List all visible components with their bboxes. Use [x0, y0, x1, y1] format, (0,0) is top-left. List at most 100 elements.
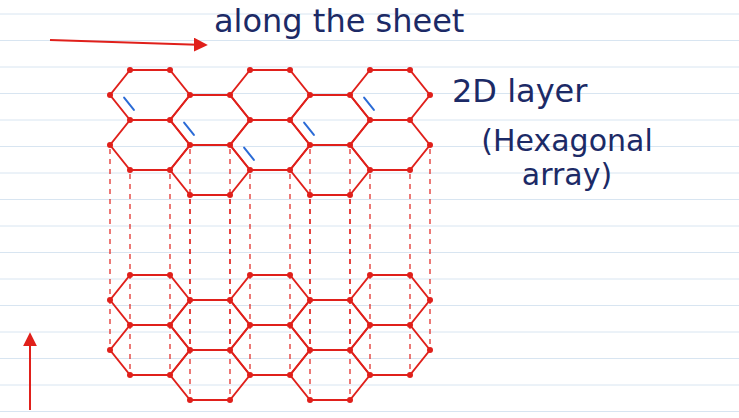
carbon-atom — [227, 347, 233, 353]
carbon-atom — [307, 297, 313, 303]
hexagon-ring — [170, 300, 250, 350]
interlayer-dash — [429, 149, 430, 346]
carbon-atom — [367, 372, 373, 378]
carbon-atom — [367, 67, 373, 73]
layer-label: 2D layer — [452, 74, 682, 110]
direction-note: along the sheet — [214, 4, 574, 40]
ruled-lines — [0, 14, 739, 412]
layer-note: (Hexagonal array) — [452, 124, 682, 191]
carbon-atom — [347, 297, 353, 303]
ruled-line — [0, 411, 739, 412]
hexagon-ring — [110, 70, 190, 120]
carbon-atom — [227, 192, 233, 198]
hexagon-ring — [230, 120, 310, 170]
hexagon-ring — [170, 95, 250, 145]
double-bond — [244, 148, 254, 160]
upper-layer — [107, 67, 433, 198]
carbon-atom — [407, 167, 413, 173]
double-bonds — [124, 98, 374, 160]
carbon-atom — [407, 372, 413, 378]
hexagon-ring — [290, 145, 370, 195]
hexagon-ring — [230, 70, 310, 120]
carbon-atom — [307, 397, 313, 403]
carbon-atom — [167, 372, 173, 378]
carbon-atom — [127, 372, 133, 378]
carbon-atom — [167, 67, 173, 73]
carbon-atom — [107, 297, 113, 303]
double-bond — [124, 98, 134, 110]
hexagon-ring — [290, 300, 370, 350]
carbon-atom — [287, 372, 293, 378]
hexagon-ring — [110, 120, 190, 170]
carbon-atom — [167, 167, 173, 173]
double-bond — [304, 123, 314, 135]
carbon-atom — [167, 322, 173, 328]
hexagon-ring — [230, 275, 310, 325]
carbon-atom — [287, 272, 293, 278]
carbon-atom — [227, 397, 233, 403]
carbon-atom — [247, 167, 253, 173]
hexagon-ring — [290, 95, 370, 145]
carbon-atom — [367, 272, 373, 278]
ruled-line — [0, 252, 739, 253]
interlayer-dashes — [110, 149, 430, 396]
hexagon-ring — [110, 275, 190, 325]
carbon-atom — [167, 117, 173, 123]
interlayer-dash — [189, 149, 190, 346]
ruled-line — [0, 40, 739, 41]
carbon-atom — [187, 297, 193, 303]
interlayer-dash — [229, 149, 230, 346]
carbon-atom — [287, 322, 293, 328]
carbon-atom — [127, 67, 133, 73]
carbon-atom — [367, 167, 373, 173]
carbon-atom — [287, 167, 293, 173]
lower-layer — [107, 272, 433, 403]
carbon-atom — [127, 272, 133, 278]
double-bond — [184, 123, 194, 135]
ruled-line — [0, 385, 739, 386]
carbon-atom — [127, 167, 133, 173]
carbon-atom — [287, 67, 293, 73]
interlayer-dash — [349, 149, 350, 346]
hexagon-ring — [350, 70, 430, 120]
carbon-atom — [347, 347, 353, 353]
double-bond — [364, 98, 374, 110]
carbon-atom — [307, 192, 313, 198]
carbon-atom — [107, 347, 113, 353]
hexagon-ring — [290, 350, 370, 400]
carbon-atom — [347, 192, 353, 198]
carbon-atom — [347, 142, 353, 148]
carbon-atom — [427, 142, 433, 148]
carbon-atom — [187, 142, 193, 148]
carbon-atom — [427, 347, 433, 353]
carbon-atom — [407, 67, 413, 73]
hexagon-ring — [230, 325, 310, 375]
interlayer-dash — [309, 149, 310, 346]
carbon-atom — [167, 272, 173, 278]
ruled-line — [0, 199, 739, 200]
direction-arrow — [29, 335, 31, 410]
direction-arrow — [50, 40, 205, 45]
carbon-atom — [187, 347, 193, 353]
carbon-atom — [107, 92, 113, 98]
ruled-line — [0, 332, 739, 333]
carbon-atom — [427, 92, 433, 98]
carbon-atom — [407, 117, 413, 123]
hexagon-layers — [107, 67, 433, 403]
carbon-atom — [407, 322, 413, 328]
carbon-atom — [127, 322, 133, 328]
carbon-atom — [247, 322, 253, 328]
carbon-atom — [367, 117, 373, 123]
carbon-atom — [107, 142, 113, 148]
interlayer-dash — [109, 149, 110, 346]
carbon-atom — [187, 92, 193, 98]
carbon-atom — [427, 297, 433, 303]
hexagon-ring — [350, 120, 430, 170]
carbon-atom — [247, 67, 253, 73]
carbon-atom — [127, 117, 133, 123]
hexagon-ring — [110, 325, 190, 375]
carbon-atom — [247, 372, 253, 378]
carbon-atom — [287, 117, 293, 123]
